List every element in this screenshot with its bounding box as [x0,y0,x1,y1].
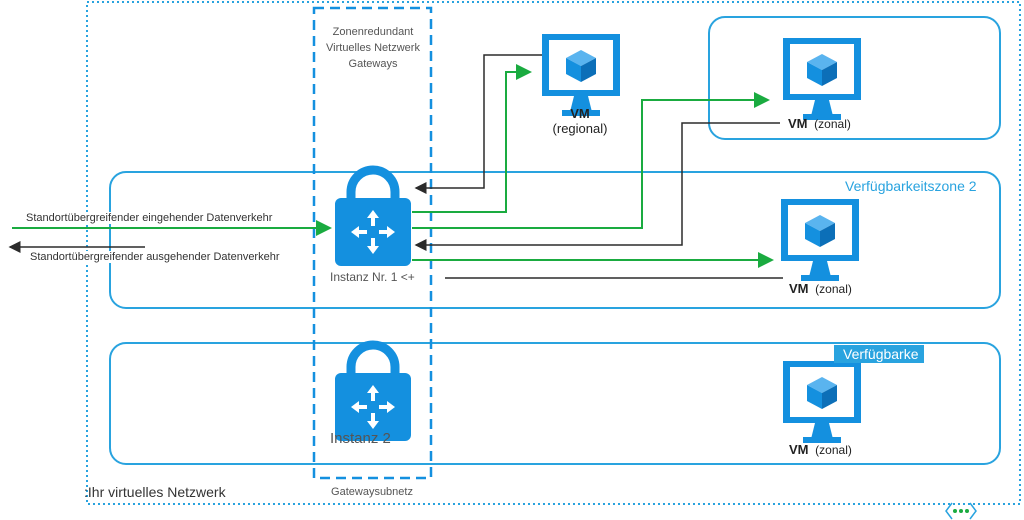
zone-2-label: Verfügbarkeitszone 2 [845,178,977,194]
instance-1-label: Instanz Nr. 1 <+ [330,270,415,284]
vm-zonal-1-type: (zonal) [814,117,851,131]
gateway-title-line-3: Gateways [348,58,398,70]
to-zonal-vm-1-arrow [412,92,770,229]
vm-regional-icon [542,34,620,116]
vm-zonal-3-type: (zonal) [815,443,852,457]
ellipsis-icon [945,502,977,520]
from-zonal-vm-1-arrow [414,122,780,251]
vm-zonal-3-icon [783,361,861,443]
zone-3-label: Verfügbarke [834,345,924,363]
gateway-title-line-1: Zonenredundant [332,26,414,38]
vm-zonal-1-name: VM [788,116,808,131]
vnet-border [86,1,1021,505]
vnet-label: :Ihr virtuelles Netzwerk [84,484,226,500]
gateway-title-line-2: Virtuelles Netzwerk [326,42,420,54]
gateway-subnet-label: Gatewaysubnetz [331,486,413,498]
vm-zonal-1-icon [783,38,861,120]
gateway-instance-2-icon [335,345,411,441]
zone-2-border [109,171,1001,309]
gateway-instance-1-icon [335,170,411,266]
vm-regional-type: (regional) [552,121,608,136]
vm-zonal-3-name: VM [789,442,809,457]
vm-zonal-2-icon [781,199,859,281]
vm-zonal-2-caption: VM (zonal) [789,281,852,296]
vm-zonal-3-caption: VM (zonal) [789,442,852,457]
vm-zonal-2-type: (zonal) [815,282,852,296]
from-regional-vm-arrow [414,54,542,194]
vm-regional-caption: VM (regional) [520,106,640,136]
vm-zonal-2-name: VM [789,281,809,296]
gateway-title: Zonenredundant Virtuelles Netzwerk Gatew… [314,24,432,72]
vm-regional-name: VM [570,106,590,121]
outbound-traffic-label: Standortübergreifender ausgehender Daten… [28,251,282,263]
gateway-subnet-border [312,6,433,480]
zone-1-border [708,16,1001,140]
zone-3-border [109,342,1001,465]
to-regional-vm-arrow [412,64,532,213]
vm-zonal-1-caption: VM (zonal) [788,116,851,131]
instance-2-label: Instanz 2 [330,430,391,447]
inbound-traffic-label: Standortübergreifender eingehender Daten… [24,212,275,224]
